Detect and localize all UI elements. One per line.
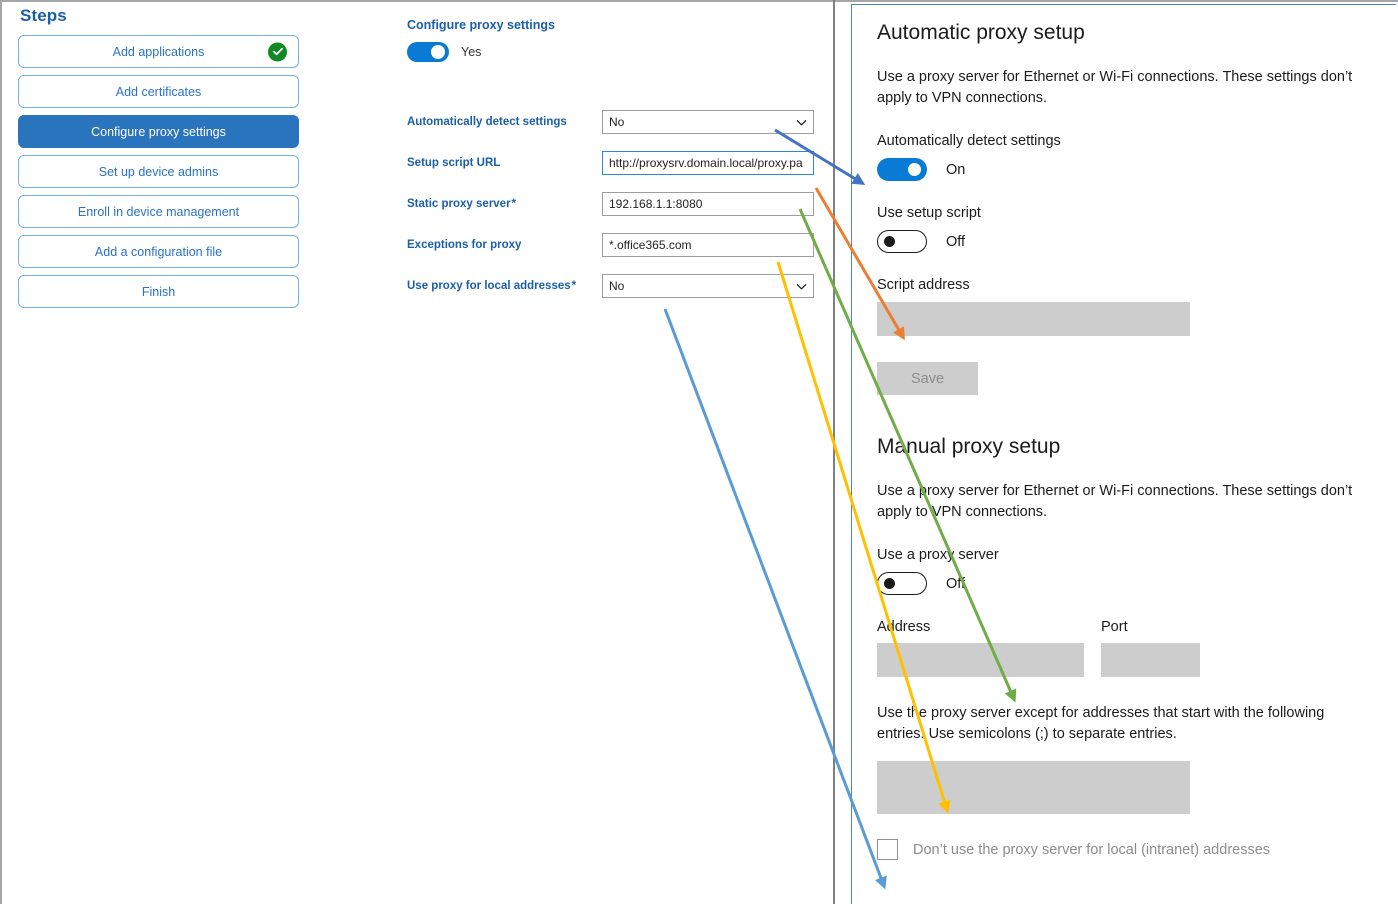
field-label: Use proxy for local addresses *: [407, 280, 602, 292]
toggle-knob: [884, 236, 895, 248]
local-addresses-checkbox[interactable]: [877, 839, 898, 861]
use-setup-script-toggle-row: Off: [877, 230, 1396, 254]
use-setup-script-label: Use setup script: [877, 205, 981, 222]
exceptions-description: Use the proxy server except for addresse…: [877, 705, 1325, 743]
form-heading: Configure proxy settings: [407, 18, 555, 32]
field-label: Setup script URL: [407, 157, 602, 169]
field-label: Exceptions for proxy: [407, 239, 602, 251]
field-label-text: Use proxy for local addresses: [407, 280, 571, 292]
windows-settings-content: Automatic proxy setup Use a proxy server…: [877, 21, 1396, 861]
step-label: Add applications: [112, 44, 205, 59]
toggle-knob: [908, 163, 921, 177]
manual-proxy-description: Use a proxy server for Ethernet or Wi-Fi…: [877, 483, 1353, 521]
use-setup-script-state: Off: [946, 233, 966, 250]
automatically-detect-settings-toggle[interactable]: [877, 158, 927, 182]
field-label-text: Exceptions for proxy: [407, 239, 522, 251]
window-left-border: [0, 0, 2, 904]
automatically-detect-settings-toggle-row: On: [877, 158, 1396, 182]
window-top-border: [0, 0, 1398, 2]
configure-proxy-toggle[interactable]: [407, 42, 449, 62]
field-row-automatically-detect-settings: Automatically detect settings No: [407, 110, 827, 134]
toggle-knob: [431, 45, 445, 59]
input-value: *.office365.com: [609, 238, 692, 252]
step-label: Configure proxy settings: [91, 124, 226, 139]
field-label-text: Automatically detect settings: [407, 116, 567, 128]
chevron-down-icon: [796, 117, 807, 127]
field-label: Automatically detect settings: [407, 116, 602, 128]
port-column: Port: [1101, 619, 1200, 678]
input-value: 192.168.1.1:8080: [609, 197, 703, 211]
required-asterisk: *: [510, 198, 516, 210]
step-add-certificates[interactable]: Add certificates: [18, 75, 299, 108]
use-proxy-for-local-addresses-select[interactable]: No: [602, 274, 814, 298]
save-button[interactable]: Save: [877, 362, 978, 396]
automatically-detect-settings-state: On: [946, 161, 966, 178]
check-circle-icon: [268, 42, 287, 61]
exceptions-for-proxy-input[interactable]: *.office365.com: [602, 233, 814, 257]
select-value: No: [609, 115, 625, 129]
address-input[interactable]: [877, 643, 1084, 678]
steps-panel: Steps Add applications Add certificates …: [18, 6, 318, 315]
step-configure-proxy-settings[interactable]: Configure proxy settings: [18, 115, 299, 148]
field-row-setup-script-url: Setup script URL http://proxysrv.domain.…: [407, 151, 827, 175]
automatically-detect-settings-label: Automatically detect settings: [877, 133, 1061, 150]
step-add-applications[interactable]: Add applications: [18, 35, 299, 68]
steps-title: Steps: [20, 6, 67, 25]
use-a-proxy-server-toggle-row: Off: [877, 572, 1396, 596]
use-setup-script-toggle[interactable]: [877, 230, 927, 254]
field-row-static-proxy-server: Static proxy server * 192.168.1.1:8080: [407, 192, 827, 216]
step-label: Finish: [141, 284, 176, 299]
input-value: http://proxysrv.domain.local/proxy.pa: [609, 156, 803, 170]
select-value: No: [609, 279, 625, 293]
local-addresses-checkbox-label: Don’t use the proxy server for local (in…: [913, 841, 1271, 858]
field-label: Static proxy server *: [407, 198, 602, 210]
field-row-use-proxy-for-local-addresses: Use proxy for local addresses * No: [407, 274, 827, 298]
port-label: Port: [1101, 619, 1128, 636]
address-port-row: Address Port: [877, 619, 1396, 678]
configure-proxy-toggle-row: Yes: [407, 42, 827, 62]
use-a-proxy-server-label: Use a proxy server: [877, 547, 999, 564]
panel-divider: [833, 0, 835, 904]
configure-proxy-toggle-value: Yes: [461, 45, 482, 59]
toggle-knob: [884, 578, 895, 590]
setup-script-url-input[interactable]: http://proxysrv.domain.local/proxy.pa: [602, 151, 814, 175]
step-label: Enroll in device management: [77, 204, 240, 219]
script-address-input[interactable]: [877, 302, 1190, 337]
use-a-proxy-server-toggle[interactable]: [877, 572, 927, 596]
step-add-a-configuration-file[interactable]: Add a configuration file: [18, 235, 299, 268]
automatic-proxy-description: Use a proxy server for Ethernet or Wi-Fi…: [877, 69, 1353, 107]
port-input[interactable]: [1101, 643, 1200, 678]
automatic-proxy-setup-heading: Automatic proxy setup: [877, 21, 1085, 44]
windows-proxy-settings-panel: Automatic proxy setup Use a proxy server…: [851, 4, 1396, 904]
step-label: Add a configuration file: [94, 244, 223, 259]
step-set-up-device-admins[interactable]: Set up device admins: [18, 155, 299, 188]
script-address-label: Script address: [877, 277, 970, 294]
step-enroll-in-device-management[interactable]: Enroll in device management: [18, 195, 299, 228]
step-label: Set up device admins: [98, 164, 219, 179]
address-column: Address: [877, 619, 1084, 678]
form-fields: Automatically detect settings No Setup s…: [407, 110, 827, 298]
required-asterisk: *: [570, 280, 577, 292]
manual-proxy-setup-heading: Manual proxy setup: [877, 435, 1061, 459]
address-label: Address: [877, 619, 931, 636]
static-proxy-server-input[interactable]: 192.168.1.1:8080: [602, 192, 814, 216]
chevron-down-icon: [796, 281, 807, 291]
step-finish[interactable]: Finish: [18, 275, 299, 308]
field-row-exceptions-for-proxy: Exceptions for proxy *.office365.com: [407, 233, 827, 257]
field-label-text: Setup script URL: [407, 157, 501, 169]
automatically-detect-settings-select[interactable]: No: [602, 110, 814, 134]
use-a-proxy-server-state: Off: [946, 575, 966, 592]
exceptions-input[interactable]: [877, 761, 1190, 815]
field-label-text: Static proxy server: [407, 198, 511, 210]
proxy-form-panel: Configure proxy settings Yes Automatical…: [407, 18, 827, 316]
step-label: Add certificates: [115, 84, 202, 99]
local-addresses-checkbox-row[interactable]: Don’t use the proxy server for local (in…: [877, 839, 1396, 861]
